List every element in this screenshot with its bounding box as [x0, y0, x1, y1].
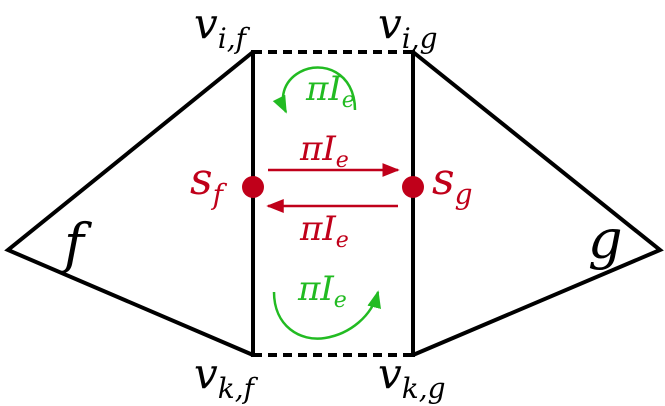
site-f-point [242, 176, 264, 198]
circulation-arrow-top [272, 66, 357, 114]
flux-label-bottom: πIe [297, 269, 347, 313]
cell-g-outline [411, 50, 664, 357]
cell-label-f: f [60, 212, 92, 275]
vertex-label-top-left: vi,f [194, 0, 251, 55]
vertex-label-top-right: vi,g [378, 0, 438, 55]
vertex-label-bottom-right: vk,g [378, 349, 446, 405]
site-g-point [402, 176, 424, 198]
cell-label-g: g [588, 208, 623, 271]
site-label-g: sg [432, 154, 473, 211]
flux-label-rightward: πIe [299, 129, 349, 173]
vertex-label-bottom-left: vk,f [194, 349, 259, 405]
circulation-arrow-bottom [272, 290, 381, 340]
flux-label-top: πIe [305, 69, 355, 113]
site-label-f: sf [190, 154, 228, 211]
flux-label-leftward: πIe [299, 209, 349, 253]
cell-f-outline [4, 50, 255, 357]
